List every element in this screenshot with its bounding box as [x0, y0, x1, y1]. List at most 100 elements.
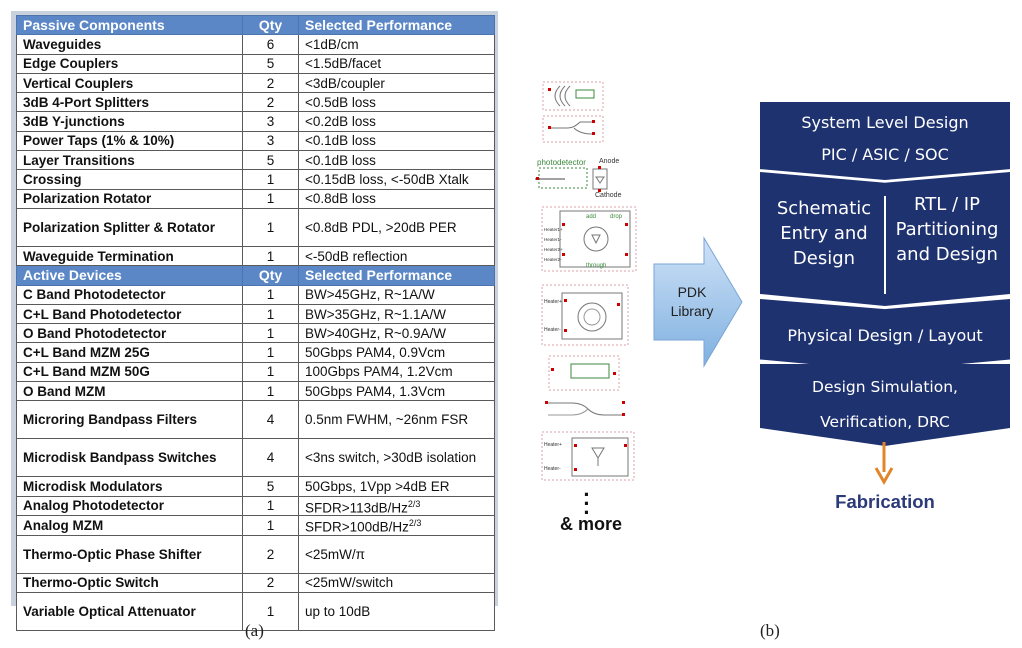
performance-cell: BW>40GHz, R~0.9A/W: [298, 323, 495, 344]
heater2-plus-label: Heater2+: [544, 247, 563, 252]
box2-left-line1: Schematic: [776, 198, 872, 219]
through-label: through: [586, 263, 606, 269]
performance-cell: <0.5dB loss: [298, 92, 495, 113]
header-cell: Passive Components: [16, 14, 243, 36]
qty-cell: 2: [242, 534, 299, 574]
caption-b: (b): [760, 621, 780, 640]
component-cell: Polarization Rotator: [16, 188, 243, 209]
box1-line1: System Level Design: [801, 113, 969, 132]
rtl-ip-text: RTL / IP Partitioning and Design: [888, 192, 1006, 267]
component-cell: O Band Photodetector: [16, 323, 243, 344]
box2-left-line3: Design: [792, 248, 856, 269]
qty-cell: 5: [242, 150, 299, 171]
add-label: add: [586, 214, 596, 220]
qty-cell: 1: [242, 188, 299, 209]
cathode-label: Cathode: [595, 192, 622, 199]
caption-a: (a): [245, 621, 264, 640]
splitter-symbol: [542, 395, 628, 425]
performance-cell: <0.1dB loss: [298, 150, 495, 171]
component-cell: O Band MZM: [16, 381, 243, 402]
component-cell: 3dB Y-junctions: [16, 111, 243, 132]
performance-cell: BW>35GHz, R~1.1A/W: [298, 303, 495, 325]
component-cell: Analog Photodetector: [16, 495, 243, 517]
table-row: Power Taps (1% & 10%)3<0.1dB loss: [16, 130, 495, 152]
qty-cell: 2: [242, 572, 299, 593]
box2-divider: [884, 196, 886, 294]
drop-label: drop: [610, 214, 623, 220]
qty-cell: 5: [242, 53, 299, 74]
component-cell: Microdisk Bandpass Switches: [16, 438, 243, 478]
component-cell: C+L Band Photodetector: [16, 303, 243, 325]
qty-cell: 1: [242, 245, 299, 267]
heater-plus-label-2: Heater+: [544, 442, 562, 448]
anode-label: Anode: [599, 158, 619, 165]
heater-minus-label-1: Heater-: [544, 327, 561, 333]
header-cell: Active Devices: [16, 265, 243, 286]
performance-cell: <0.1dB loss: [298, 130, 495, 152]
qty-cell: 2: [242, 72, 299, 94]
system-level-design-box: System Level Design PIC / ASIC / SOC: [760, 102, 1010, 180]
component-cell: Power Taps (1% & 10%): [16, 130, 243, 152]
superscript: 2/3: [408, 518, 422, 529]
box1-line2: PIC / ASIC / SOC: [821, 145, 949, 164]
arrow-down-icon: [874, 442, 894, 486]
design-simulation-box: Design Simulation, Verification, DRC: [760, 364, 1010, 446]
performance-cell: 0.5nm FWHM, ~26nm FSR: [298, 400, 495, 440]
qty-cell: 1: [242, 342, 299, 363]
qty-cell: 5: [242, 476, 299, 497]
superscript: 2/3: [407, 498, 421, 509]
pdk-label-line1: PDK: [677, 284, 707, 300]
qty-cell: 6: [242, 34, 299, 55]
component-cell: Edge Couplers: [16, 53, 243, 74]
performance-text: SFDR>100dB/Hz: [305, 519, 409, 535]
component-cell: Thermo-Optic Phase Shifter: [16, 534, 243, 574]
box4-line2: Verification, DRC: [820, 413, 950, 431]
performance-cell: 100Gbps PAM4, 1.2Vcm: [298, 361, 495, 383]
edge-coupler-symbol: [543, 354, 625, 392]
qty-cell: 1: [242, 381, 299, 402]
performance-cell: <0.8dB loss: [298, 188, 495, 209]
performance-cell: up to 10dB: [298, 591, 495, 631]
component-cell: Waveguide Termination: [16, 245, 243, 267]
qty-cell: 1: [242, 495, 299, 517]
component-cell: C+L Band MZM 50G: [16, 361, 243, 383]
box2-left-line2: Entry and: [780, 223, 868, 244]
component-cell: Analog MZM: [16, 515, 243, 536]
performance-cell: <0.15dB loss, <-50dB Xtalk: [298, 169, 495, 190]
vertical-coupler-symbol: [540, 78, 608, 148]
component-cell: 3dB 4-Port Splitters: [16, 92, 243, 113]
heater1-plus-label: Heater1+: [544, 227, 563, 232]
photodetector-symbol: photodetector Anode Cathode: [535, 155, 625, 199]
photodetector-label: photodetector: [537, 158, 586, 167]
heater1-minus-label: Heater1-: [544, 237, 562, 242]
qty-cell: 1: [242, 591, 299, 631]
box2-right-line1: RTL / IP: [914, 194, 980, 215]
performance-cell: SFDR>113dB/Hz2/3: [298, 495, 495, 517]
performance-cell: <1dB/cm: [298, 34, 495, 55]
performance-cell: <-50dB reflection: [298, 245, 495, 267]
schematic-entry-text: Schematic Entry and Design: [764, 196, 884, 271]
performance-cell: <25mW/switch: [298, 572, 495, 593]
qty-cell: 1: [242, 323, 299, 344]
qty-cell: 1: [242, 284, 299, 305]
component-cell: Waveguides: [16, 34, 243, 55]
performance-cell: <0.2dB loss: [298, 111, 495, 132]
component-cell: Layer Transitions: [16, 150, 243, 171]
component-cell: Polarization Splitter & Rotator: [16, 207, 243, 247]
component-cell: C+L Band MZM 25G: [16, 342, 243, 363]
qty-cell: 2: [242, 92, 299, 113]
performance-cell: <1.5dB/facet: [298, 53, 495, 74]
heater2-minus-label: Heater2-: [544, 257, 562, 262]
